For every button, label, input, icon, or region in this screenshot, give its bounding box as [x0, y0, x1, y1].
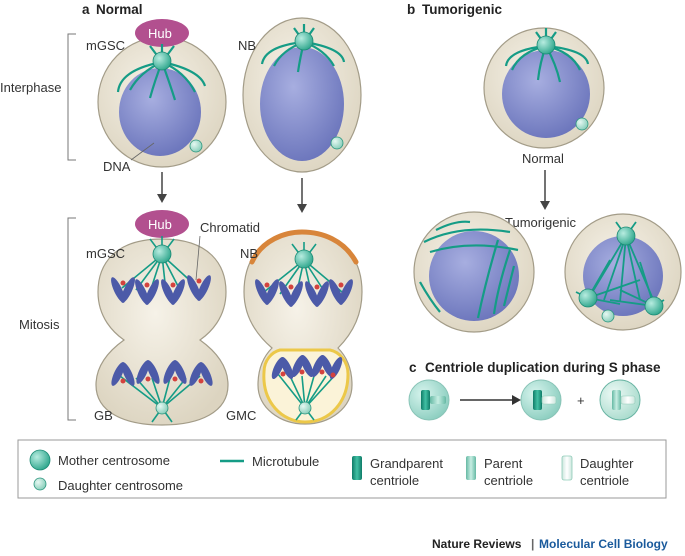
chromatid-label: Chromatid [200, 220, 260, 235]
mitosis-label: Mitosis [19, 317, 60, 332]
mgsc-label-interphase: mGSC [86, 38, 125, 53]
footer-journal: Nature Reviews [432, 537, 522, 551]
chromatids-bottom [111, 360, 213, 386]
daughter-centrosome [330, 136, 344, 150]
mitosis-nb-cell [243, 229, 363, 425]
daughter-centrosome [189, 139, 203, 153]
tumorigenic-label: Tumorigenic [505, 215, 577, 230]
mother-centrosome-1 [616, 226, 636, 246]
arrow-mgsc-down [157, 172, 167, 203]
legend-parent-2: centriole [484, 473, 533, 488]
legend-daughter-c-2: centriole [580, 473, 629, 488]
mother-centrosome-2 [578, 288, 598, 308]
interphase-nb-cell [242, 17, 362, 173]
footer-separator: | [531, 537, 534, 551]
daughter-centrosome [601, 309, 615, 323]
daughter-centrosome-icon [33, 477, 47, 491]
daughter-centriole-icon [561, 455, 573, 481]
panel-b-title: Tumorigenic [422, 2, 502, 17]
legend-microtubule: Microtubule [252, 454, 319, 469]
daughter-centrosome [575, 117, 589, 131]
mother-centrosome-3 [644, 296, 664, 316]
panel-a-title: Normal [96, 2, 143, 17]
mother-centrosome [294, 31, 314, 51]
mother-centrosome-icon [29, 449, 51, 471]
kinetochores-bottom [280, 369, 336, 378]
interphase-mgsc-cell: Hub [97, 19, 227, 168]
panel-b-normal-cell [483, 27, 605, 149]
chromatid-pointer [195, 235, 201, 281]
plus-sign: + [577, 393, 585, 408]
nb-label-mitosis: NB [240, 246, 258, 261]
mother-centrosome [152, 51, 172, 71]
normal-label: Normal [522, 151, 564, 166]
kinetochores-bottom [120, 376, 204, 384]
daughter-centrosome [298, 401, 312, 415]
legend-grandparent-2: centriole [370, 473, 419, 488]
chromatids-top [111, 275, 211, 305]
legend-daughter-c-1: Daughter [580, 456, 634, 471]
legend-grandparent-1: Grandparent [370, 456, 443, 471]
kinetochores-top [120, 278, 202, 288]
footer-section: Molecular Cell Biology [539, 537, 668, 551]
cell-body [95, 238, 229, 426]
panel-b-tumor-cell-left [413, 211, 535, 333]
hub-shape [135, 210, 189, 238]
nucleus [502, 50, 590, 138]
kinetochores-top [264, 282, 344, 290]
arrow-nb-down [297, 178, 307, 213]
dna-pointer [130, 142, 155, 161]
daughter-centriole [620, 395, 636, 405]
interphase-label: Interphase [0, 80, 61, 95]
panel-a-letter: a [82, 2, 90, 17]
daughter-centrosome [155, 401, 169, 415]
mitosis-mgsc-cell: Hub [95, 210, 229, 426]
hub-shape [135, 19, 189, 47]
grandparent-centriole [533, 390, 542, 410]
daughter-centriole [541, 395, 557, 405]
panel-b-letter: b [407, 2, 415, 17]
legend-mother: Mother centrosome [58, 453, 170, 468]
grandparent-centriole-icon [352, 456, 362, 480]
interphase-bracket [67, 33, 76, 161]
panel-b-tumor-cell-right [564, 213, 682, 331]
hub-label: Hub [148, 217, 172, 232]
parent-centriole-icon [466, 456, 476, 480]
gmc-label: GMC [226, 408, 256, 423]
panel-c-letter: c [409, 360, 417, 375]
panel-c-before [408, 379, 450, 421]
mitosis-bracket [67, 217, 76, 421]
legend-daughter: Daughter centrosome [58, 478, 183, 493]
nucleus [260, 47, 344, 161]
nucleus [119, 68, 201, 156]
apical-crescent [249, 229, 359, 265]
arrow-duplication [460, 395, 521, 405]
mother-centrosome [152, 244, 172, 264]
mother-centrosome [536, 35, 556, 55]
nb-label-interphase: NB [238, 38, 256, 53]
panel-c-after-2 [599, 379, 641, 421]
mother-centrosome [294, 249, 314, 269]
mgsc-label-mitosis: mGSC [86, 246, 125, 261]
dna-label: DNA [103, 159, 131, 174]
grandparent-centriole [421, 390, 430, 410]
microtubules [419, 220, 519, 319]
panel-c-title: Centriole duplication during S phase [425, 360, 661, 375]
legend-box [17, 439, 667, 499]
chromatids-top [255, 279, 353, 307]
gb-label: GB [94, 408, 113, 423]
hub-label: Hub [148, 26, 172, 41]
parent-centriole [430, 396, 446, 404]
legend-parent-1: Parent [484, 456, 523, 471]
arrow-normal-to-tumorigenic [540, 170, 550, 210]
parent-centriole [612, 390, 621, 410]
panel-c-after-1 [520, 379, 562, 421]
